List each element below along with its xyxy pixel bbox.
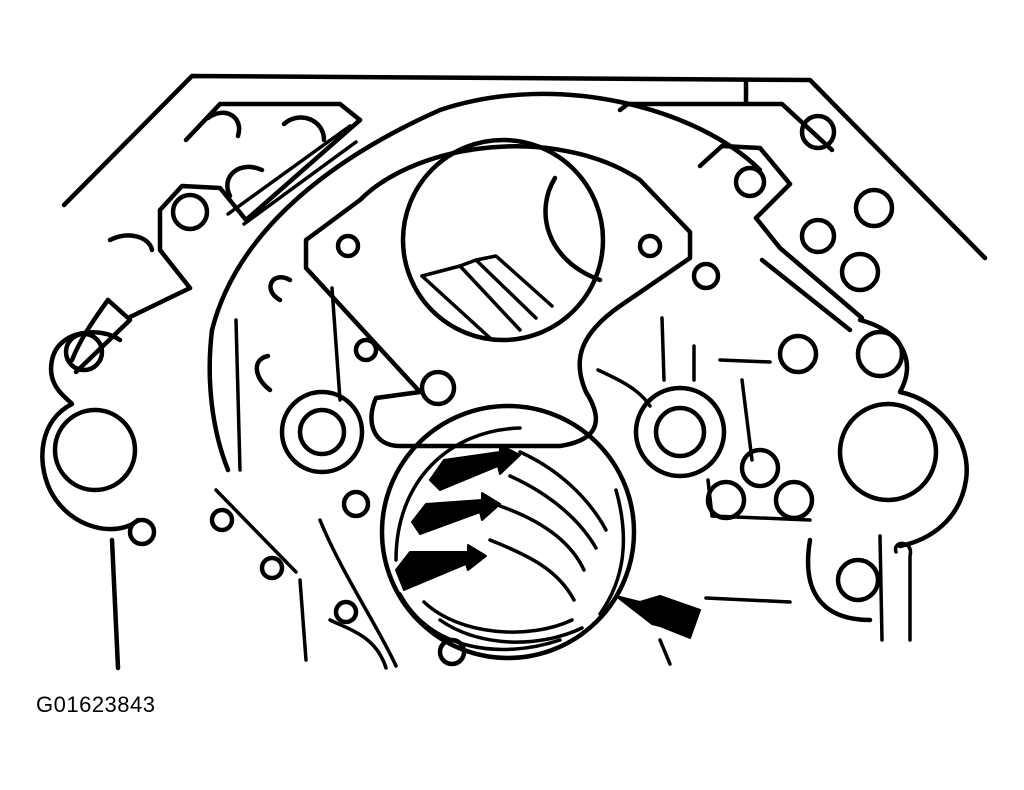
figure-code: G01623843	[36, 692, 156, 717]
left-mounting-ear	[40, 330, 141, 671]
callout-arrows	[395, 444, 701, 639]
crankshaft-bore	[379, 403, 637, 661]
upper-cover-plate	[207, 91, 763, 473]
block-outline	[61, 73, 988, 261]
arrow-2	[411, 492, 501, 535]
interior-lines	[214, 286, 812, 670]
arrow-3	[395, 544, 487, 591]
upper-bore	[400, 137, 606, 343]
right-flange	[697, 143, 969, 642]
bolt-holes	[107, 110, 895, 667]
arrow-1	[429, 444, 521, 491]
right-dowel-boss	[633, 385, 727, 479]
arrow-4	[615, 595, 701, 639]
left-dowel-boss	[279, 389, 365, 475]
